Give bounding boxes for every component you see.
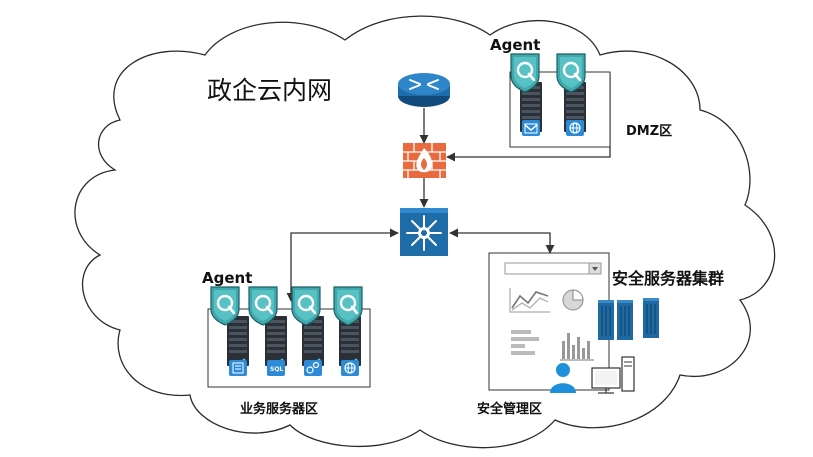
agent-shield-icon <box>209 285 241 327</box>
agent-shield-icon <box>332 285 364 327</box>
business-zone: Agent SQL 业务服务器区 <box>202 269 371 417</box>
security-server-cluster: 安全服务器集群 <box>597 269 724 341</box>
database-icon: SQL <box>267 360 285 376</box>
dmz-zone: Agent DMZ区 <box>490 36 672 148</box>
link-switch-security <box>449 228 555 254</box>
workstation-icon <box>591 356 635 394</box>
user-icon <box>550 363 576 393</box>
business-zone-label: 业务服务器区 <box>240 401 318 417</box>
agent-shield-icon <box>290 285 322 327</box>
core-switch-icon <box>400 208 448 256</box>
dropdown-box <box>504 262 602 275</box>
sql-badge: SQL <box>270 366 283 373</box>
pie-chart-icon <box>562 289 584 311</box>
agent-label-bottom: Agent <box>202 269 252 287</box>
firewall-icon <box>403 143 446 178</box>
agent-shield-icon <box>555 52 587 94</box>
line-chart-icon <box>509 288 550 313</box>
link-switch-business <box>286 228 399 302</box>
security-server-cluster-label: 安全服务器集群 <box>612 269 724 288</box>
bar-chart-horizontal-icon <box>511 330 539 355</box>
cloud-title: 政企云内网 <box>207 76 332 105</box>
agent-shield-icon <box>247 285 279 327</box>
agent-label-top: Agent <box>490 36 540 54</box>
agent-shield-icon <box>509 52 541 94</box>
bar-chart-vertical-icon <box>560 333 594 361</box>
globe-icon <box>341 360 359 376</box>
security-management-zone-label: 安全管理区 <box>477 401 542 417</box>
app-icon <box>304 360 322 376</box>
router-icon <box>398 73 450 107</box>
globe-icon <box>566 120 584 136</box>
mail-icon <box>522 120 540 136</box>
file-icon <box>229 360 247 376</box>
dmz-zone-label: DMZ区 <box>626 124 672 139</box>
